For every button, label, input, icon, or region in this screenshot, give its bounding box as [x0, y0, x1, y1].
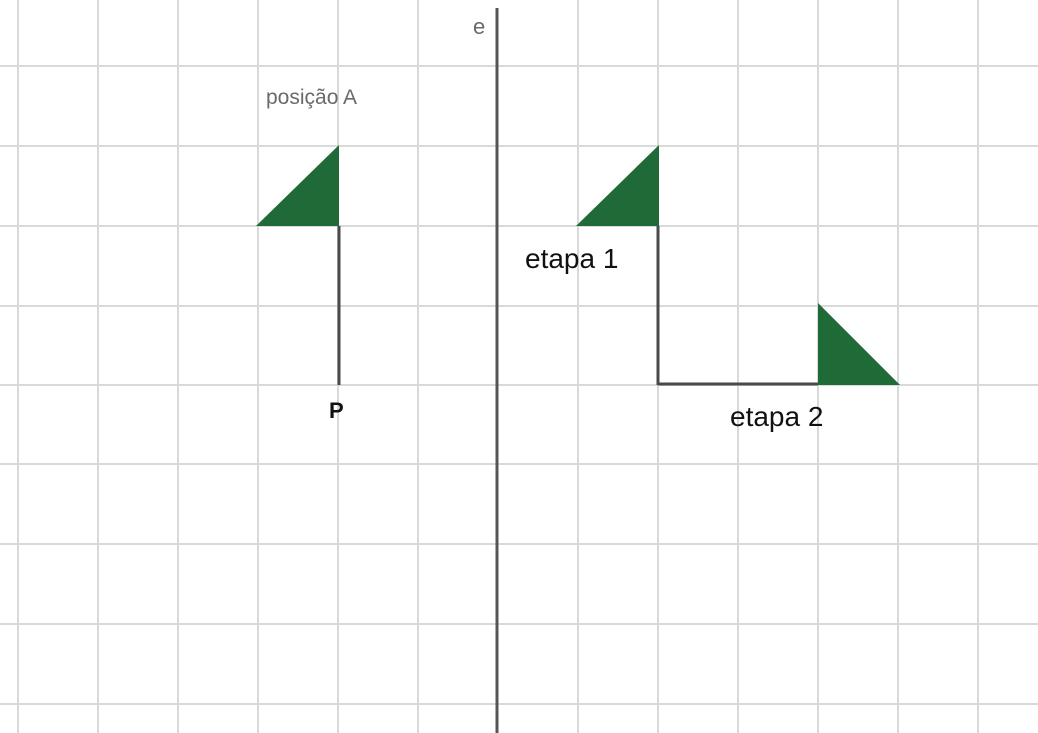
- flag-position-a: [256, 145, 341, 385]
- flag-step-1: [576, 145, 660, 385]
- flag-a-triangle: [256, 145, 339, 226]
- step-1-label: etapa 1: [525, 243, 618, 274]
- flag-step1-triangle: [576, 145, 659, 226]
- flag-step2-triangle: [818, 303, 900, 385]
- axis-e-label: e: [473, 14, 485, 39]
- step-2-label: etapa 2: [730, 401, 823, 432]
- position-a-label: posição A: [266, 86, 357, 109]
- point-p-label: P: [329, 398, 344, 423]
- flag-step-2: [658, 303, 900, 386]
